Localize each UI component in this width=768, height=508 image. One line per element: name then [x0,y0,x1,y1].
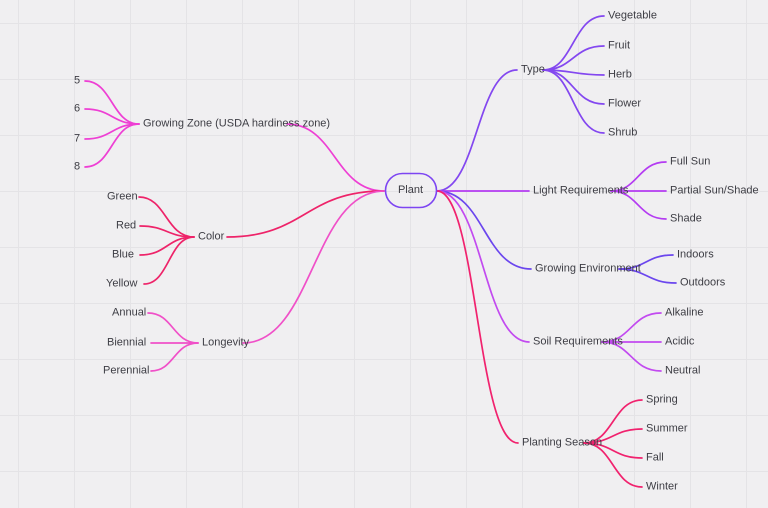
edge-group-zone [84,80,385,192]
edge-group-soil [436,190,662,372]
edge-plant-soil [436,190,530,343]
edge-group-longevity [147,190,385,372]
edge-type-shrub [542,69,605,134]
edge-light-shade [610,190,667,220]
edge-zone-8 [84,123,140,168]
node-winter[interactable]: Winter [646,480,678,493]
node-herb[interactable]: Herb [608,68,632,81]
edge-group-light [436,161,667,220]
node-blue[interactable]: Blue [112,248,135,261]
node-biennial[interactable]: Biennial [107,336,147,349]
branch-color[interactable]: Color [198,230,225,243]
branch-light-requirements[interactable]: Light Requirements [533,184,629,197]
edge-group-season [436,190,643,488]
node-fall[interactable]: Fall [646,451,664,464]
node-summer[interactable]: Summer [646,422,688,435]
branch-planting-season[interactable]: Planting Season [522,436,603,449]
edge-color-yellow [143,236,195,285]
edge-plant-type [436,69,518,192]
branch-type[interactable]: Type [521,63,545,76]
node-neutral[interactable]: Neutral [665,364,701,377]
node-partial-sun-shade[interactable]: Partial Sun/Shade [670,184,759,197]
edge-group-color [138,190,385,285]
branch-longevity[interactable]: Longevity [202,336,250,349]
node-acidic[interactable]: Acidic [665,335,695,348]
node-perennial[interactable]: Perennial [103,364,150,377]
node-red[interactable]: Red [116,219,137,232]
edge-plant-season [436,190,519,444]
edge-zone-5 [84,80,140,125]
node-outdoors[interactable]: Outdoors [680,276,726,289]
branch-growing-zone[interactable]: Growing Zone (USDA hardiness zone) [143,117,331,130]
node-indoors[interactable]: Indoors [677,248,714,261]
edge-group-type [436,15,605,192]
node-fruit[interactable]: Fruit [608,39,630,52]
branch-soil-requirements[interactable]: Soil Requirements [533,335,623,348]
node-flower[interactable]: Flower [608,97,642,110]
node-alkaline[interactable]: Alkaline [665,306,704,319]
edge-plant-environment [436,190,532,270]
edge-type-vegetable [542,15,605,71]
edge-environment-outdoors [618,268,677,284]
edge-group-environment [436,190,677,284]
node-zone-6[interactable]: 6 [74,102,81,115]
root-node-outline [384,172,438,209]
edge-longevity-perennial [150,342,199,372]
node-zone-8[interactable]: 8 [74,160,81,173]
edge-season-spring [583,399,643,444]
node-shade[interactable]: Shade [670,212,702,225]
node-spring[interactable]: Spring [646,393,678,406]
edge-plant-longevity [242,190,385,344]
node-green[interactable]: Green [107,190,138,203]
node-full-sun[interactable]: Full Sun [670,155,711,168]
root-node[interactable]: Plant [397,184,424,196]
branch-growing-environment[interactable]: Growing Environment [535,262,641,275]
edge-soil-neutral [601,341,662,372]
edge-plant-zone [286,123,385,192]
node-zone-5[interactable]: 5 [74,74,81,87]
node-yellow[interactable]: Yellow [106,277,138,290]
edge-type-fruit [542,45,605,71]
node-zone-7[interactable]: 7 [74,132,81,145]
node-annual[interactable]: Annual [112,306,147,319]
node-shrub[interactable]: Shrub [608,126,638,139]
node-vegetable[interactable]: Vegetable [608,9,657,22]
edge-longevity-annual [147,312,199,344]
edge-plant-color [226,190,385,238]
edge-season-winter [583,442,643,488]
